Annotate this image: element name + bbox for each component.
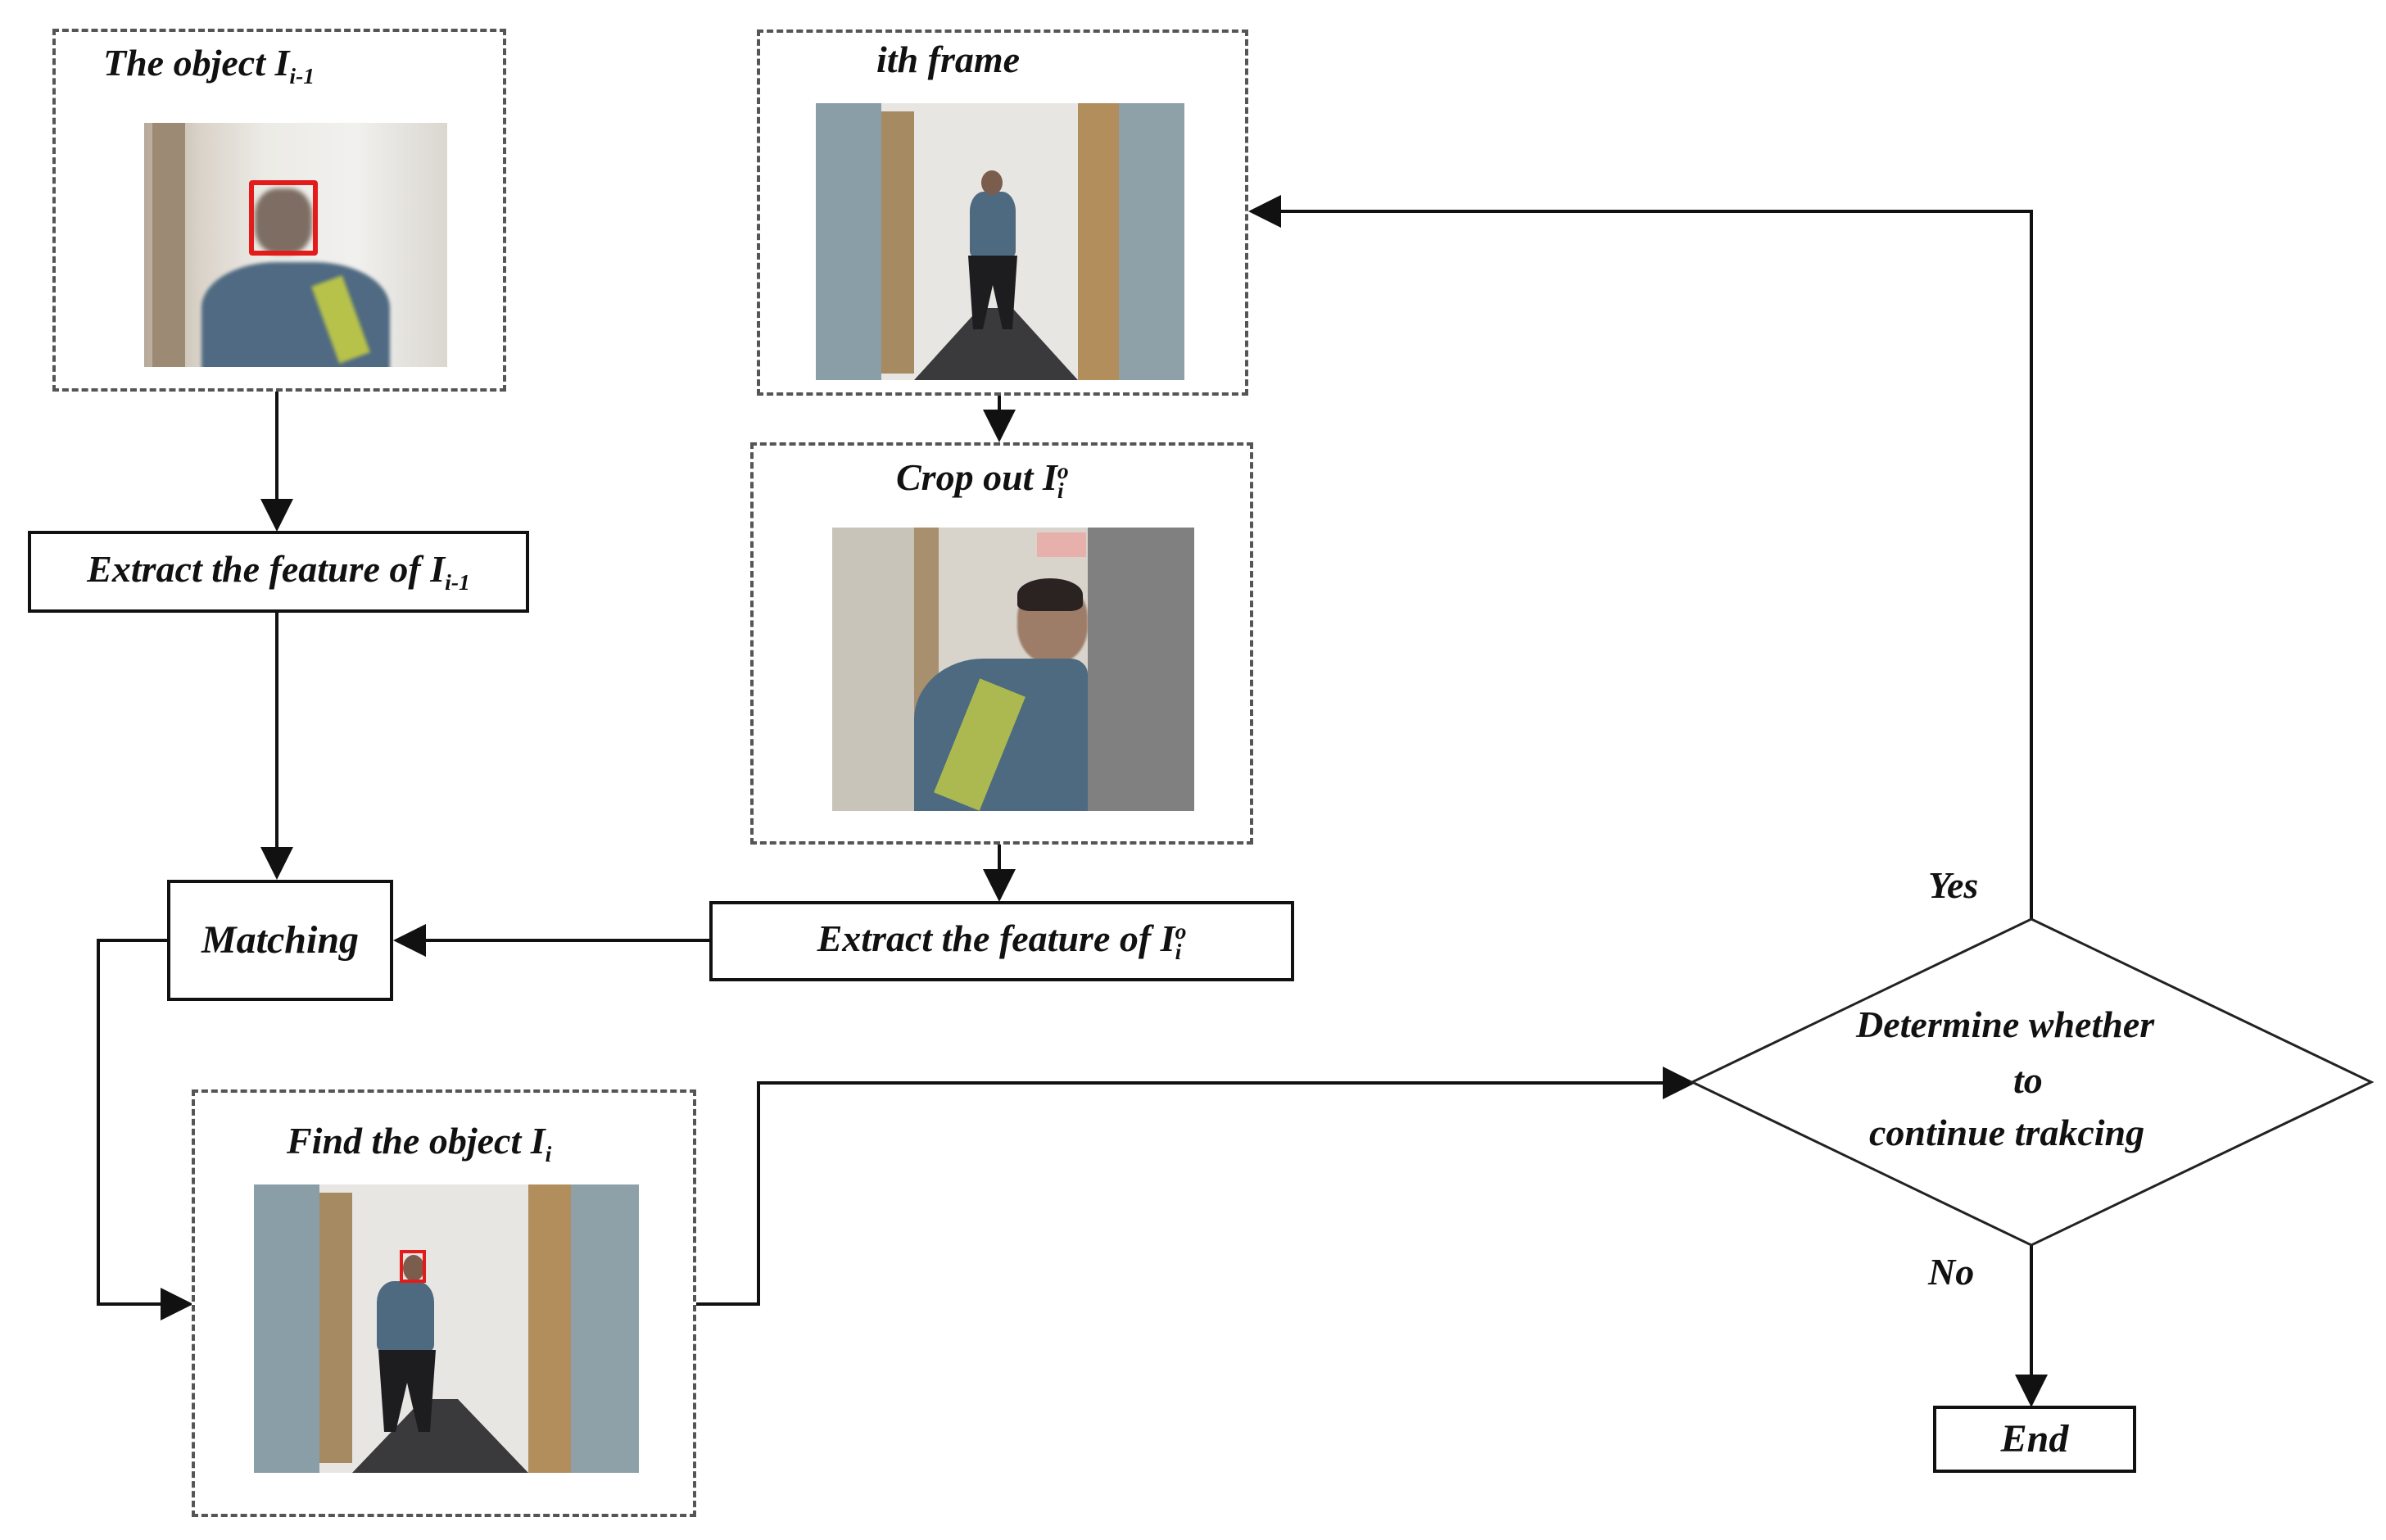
gray-padding bbox=[1088, 528, 1194, 811]
arrow-matching-to-find bbox=[97, 939, 193, 1320]
right-wall bbox=[1119, 103, 1184, 380]
crop-title-sup: o bbox=[1057, 457, 1069, 483]
left-door bbox=[881, 111, 914, 374]
right-door bbox=[1078, 103, 1119, 380]
person-torso bbox=[970, 192, 1016, 257]
decision-diamond bbox=[1689, 917, 2375, 1247]
person-head bbox=[981, 170, 1003, 195]
crop-title-sub: i bbox=[1057, 478, 1064, 504]
edge-label-yes: Yes bbox=[1928, 864, 1979, 906]
door-strip bbox=[152, 123, 185, 367]
extract-prev-sub: i-1 bbox=[445, 568, 470, 595]
left-wall bbox=[816, 103, 881, 380]
tracking-box bbox=[249, 180, 318, 256]
find-object-title: Find the object Ii bbox=[287, 1122, 551, 1166]
end-label: End bbox=[2000, 1417, 2069, 1461]
arrow-yes-to-frame bbox=[1248, 195, 2033, 919]
matching-label: Matching bbox=[201, 918, 360, 962]
tracking-box bbox=[400, 1250, 426, 1283]
hallway-photo bbox=[816, 103, 1184, 380]
arrow-find-to-decision bbox=[696, 1067, 1696, 1306]
head-shape bbox=[255, 188, 312, 254]
exit-sign bbox=[1037, 532, 1086, 557]
object-prev-title-sub: i-1 bbox=[289, 63, 315, 89]
right-door bbox=[528, 1184, 571, 1473]
extract-prev-text: Extract the feature of I bbox=[87, 547, 446, 590]
crop-photo bbox=[832, 528, 1194, 811]
extract-crop-sub: i bbox=[1175, 939, 1182, 965]
object-prev-title-text: The object I bbox=[103, 42, 290, 84]
right-wall bbox=[571, 1184, 639, 1473]
decision-line-1: Determine whether bbox=[1856, 1003, 2155, 1045]
edge-label-no: No bbox=[1928, 1251, 1975, 1293]
crop-title-text: Crop out I bbox=[896, 456, 1057, 498]
extract-crop-sup: o bbox=[1175, 918, 1187, 944]
decision-line-3: continue trakcing bbox=[1869, 1112, 2145, 1153]
object-prev-title: The object Ii-1 bbox=[103, 44, 315, 88]
left-wall bbox=[254, 1184, 319, 1473]
corridor-floor bbox=[914, 308, 1078, 380]
extract-prev-box: Extract the feature of Ii-1 bbox=[28, 531, 529, 613]
left-door bbox=[319, 1193, 352, 1463]
ith-frame-title-text: ith frame bbox=[876, 38, 1021, 80]
extract-crop-text: Extract the feature of I bbox=[817, 917, 1175, 959]
extract-prev-label: Extract the feature of Ii-1 bbox=[87, 550, 470, 594]
hallway-photo-result bbox=[254, 1184, 639, 1473]
matching-box: Matching bbox=[167, 880, 393, 1001]
find-object-title-sub: i bbox=[545, 1141, 552, 1167]
corridor-floor bbox=[352, 1399, 528, 1473]
face-closeup-photo bbox=[144, 123, 447, 367]
end-box: End bbox=[1933, 1406, 2136, 1473]
find-object-title-text: Find the object I bbox=[287, 1120, 546, 1162]
ith-frame-title: ith frame bbox=[876, 41, 1020, 79]
decision-line-2: to bbox=[2013, 1059, 2043, 1101]
person-torso bbox=[377, 1281, 434, 1352]
person-head bbox=[403, 1255, 424, 1281]
crop-hair bbox=[1017, 578, 1083, 611]
